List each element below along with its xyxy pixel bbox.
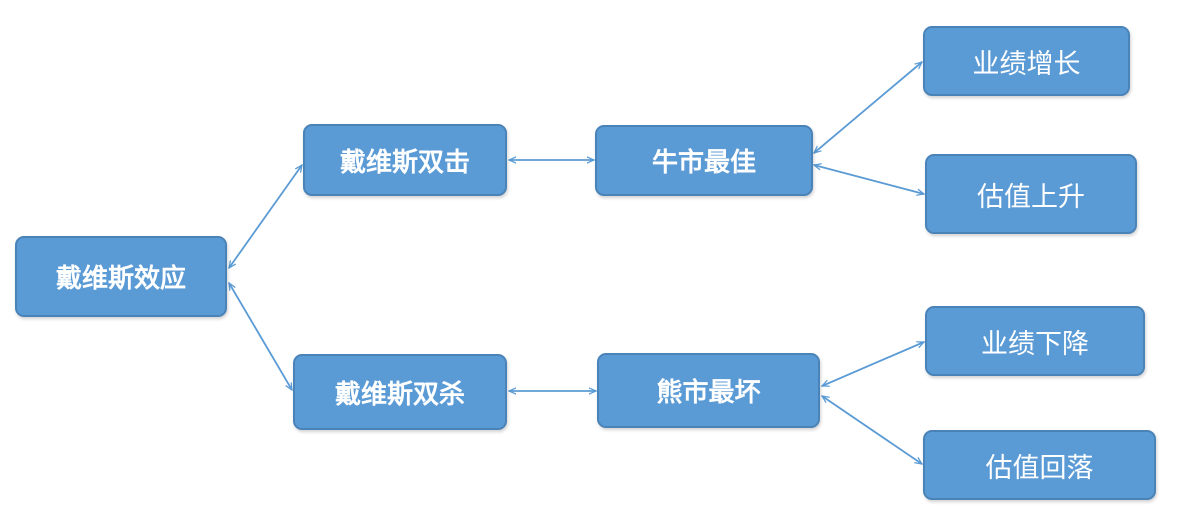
connector-root-to-double-kill	[229, 283, 292, 390]
connector-bull-to-earnings-up	[814, 62, 922, 153]
node-davis-double-hit: 戴维斯双击	[303, 124, 507, 196]
connector-bear-to-valuation-down	[822, 396, 922, 464]
node-earnings-decline: 业绩下降	[925, 306, 1145, 376]
node-davis-double-kill: 戴维斯双杀	[293, 354, 507, 430]
node-earnings-growth: 业绩增长	[923, 26, 1130, 96]
node-bull-market-best: 牛市最佳	[595, 125, 813, 196]
connector-bull-to-valuation-up	[814, 165, 924, 194]
connector-root-to-double-hit	[229, 165, 302, 268]
node-davis-effect: 戴维斯效应	[15, 236, 227, 317]
node-valuation-fall: 估值回落	[923, 430, 1156, 500]
node-bear-market-worst: 熊市最坏	[597, 353, 820, 428]
connector-bear-to-earnings-down	[822, 341, 924, 387]
node-valuation-rise: 估值上升	[925, 154, 1137, 234]
